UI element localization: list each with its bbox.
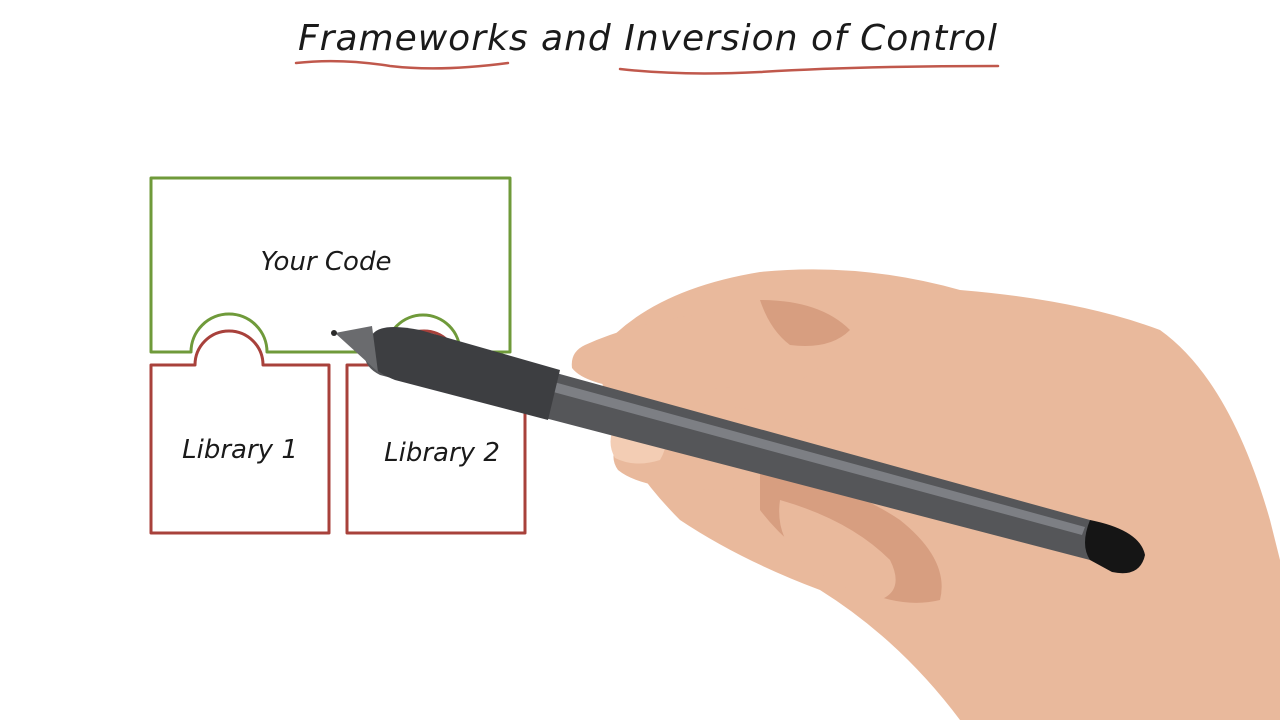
library-1-label: Library 1 bbox=[182, 435, 298, 465]
library-2-label: Library 2 bbox=[384, 438, 500, 468]
title-underline-frameworks bbox=[294, 59, 510, 70]
library-1-box bbox=[149, 329, 331, 535]
title-underline-inversion-of-control bbox=[618, 64, 1000, 75]
your-code-box bbox=[149, 176, 512, 354]
pen-illustration bbox=[331, 326, 1145, 574]
your-code-label: Your Code bbox=[261, 247, 392, 277]
title: Frameworks and Inversion of Control bbox=[298, 18, 998, 59]
